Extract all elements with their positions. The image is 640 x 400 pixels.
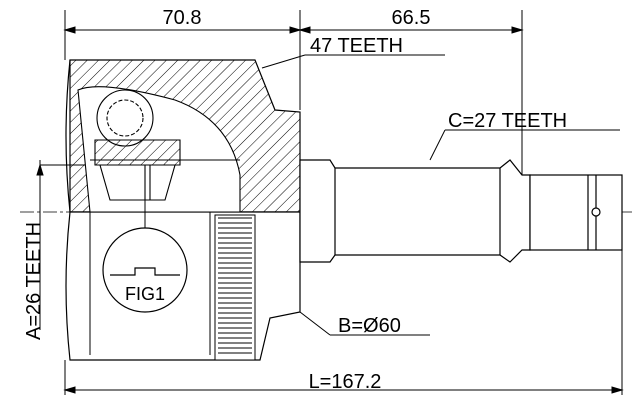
abs-ring: [214, 214, 256, 361]
callout-c-teeth: C=27 TEETH: [448, 110, 567, 132]
ball-cage: [94, 89, 181, 201]
callout-a-teeth: A=26 TEETH: [23, 222, 45, 340]
shaft: [299, 159, 623, 263]
dimension-top-left: 70.8: [163, 7, 202, 29]
dimension-top-right: 66.5: [392, 7, 431, 29]
dimension-bottom-length: L=167.2: [309, 371, 382, 393]
callout-47-teeth: 47 TEETH: [310, 35, 403, 57]
fig1-label: FIG1: [125, 284, 165, 304]
fig1-detail: [102, 180, 188, 313]
bottom-dimension-lines: [63, 250, 624, 395]
top-dimension-lines: [63, 10, 524, 175]
leader-lines: [261, 54, 620, 336]
callout-b-diameter: B=Ø60: [338, 315, 401, 337]
